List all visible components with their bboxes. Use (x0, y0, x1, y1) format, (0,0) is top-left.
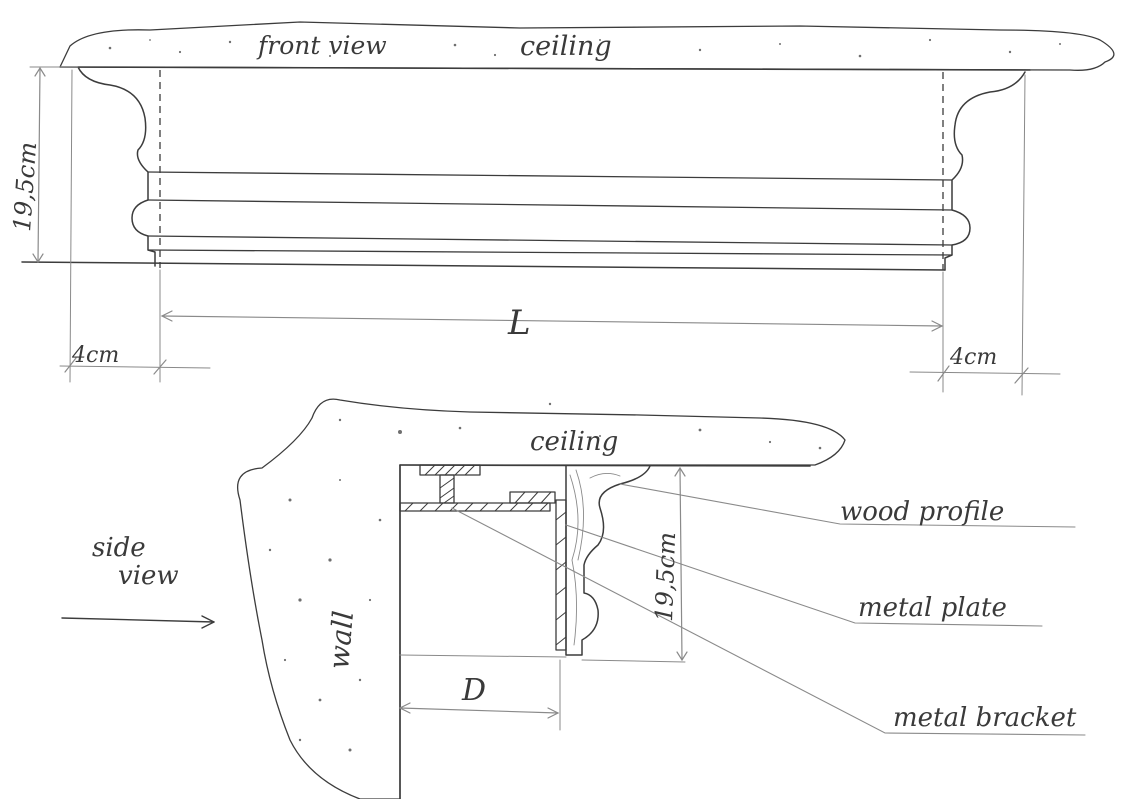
front-left-offset-line (59, 365, 211, 369)
side-wall-label: wall (322, 609, 360, 670)
front-band-1 (147, 171, 953, 181)
front-view-drawing: front view ceiling 19,5cm L 4cm 4cm (8, 21, 1115, 396)
side-depth-arrow-right (547, 707, 560, 719)
front-left-offset-tick1 (64, 357, 77, 373)
side-depth-ext-left (399, 654, 567, 658)
front-left-profile (77, 66, 156, 267)
front-view-title: front view (256, 31, 387, 60)
front-height-arrow-top (34, 66, 46, 77)
front-right-offset-label: 4cm (949, 345, 997, 370)
side-ceiling-label: ceiling (530, 427, 618, 457)
front-left-ext (69, 69, 73, 383)
side-depth-label: D (461, 673, 486, 708)
front-right-offset-line (909, 371, 1061, 375)
front-height-dim-line (37, 67, 41, 263)
callout-metal-plate: metal plate (858, 593, 1007, 623)
side-wall-mass (236, 398, 846, 799)
side-wall-texture (268, 402, 822, 752)
front-right-offset-tick1 (937, 365, 950, 382)
front-ceiling-band (59, 21, 1115, 71)
front-right-profile (944, 71, 1026, 271)
front-ceiling-label: ceiling (520, 31, 612, 62)
metal-plate (555, 499, 567, 651)
front-right-offset-tick2 (1014, 367, 1029, 384)
front-right-ext2 (1021, 74, 1026, 396)
side-height-ext-bottom (581, 659, 686, 663)
front-ceiling-line (59, 66, 1031, 71)
front-left-offset-tick2 (153, 359, 167, 375)
leader-wood-profile (619, 483, 1076, 528)
metal-bracket (399, 464, 556, 512)
side-view-title-line2: view (118, 561, 179, 591)
front-bottom-line (21, 261, 946, 271)
side-view-arrowhead (201, 615, 215, 629)
side-height-arrow-top (674, 466, 686, 477)
front-length-arrow-left (160, 310, 173, 322)
callout-wood-profile: wood profile (840, 497, 1004, 527)
wood-grain (569, 469, 621, 646)
front-band-3 (147, 235, 953, 246)
wood-profile (565, 465, 651, 656)
side-height-arrow-bottom (676, 651, 688, 662)
front-height-label: 19,5cm (8, 141, 42, 232)
front-length-arrow-right (931, 320, 944, 332)
leader-metal-plate (565, 524, 1043, 627)
front-length-dim-line (161, 315, 943, 327)
side-view-title-line1: side (92, 533, 146, 563)
front-band-2 (147, 199, 953, 211)
side-depth-arrow-left (398, 702, 411, 714)
side-view-arrow (61, 617, 215, 623)
callout-metal-bracket: metal bracket (893, 703, 1077, 733)
side-view-drawing: side view ceiling wall D 19,5cm wood pro… (61, 398, 1086, 799)
front-length-label: L (507, 303, 531, 343)
leader-metal-bracket (451, 507, 1086, 736)
front-left-offset-label: 4cm (71, 343, 119, 368)
side-height-label: 19,5cm (650, 532, 681, 623)
front-band-4 (147, 249, 953, 256)
front-height-arrow-bottom (32, 253, 44, 264)
side-depth-dim-line (399, 707, 559, 714)
front-ceiling-texture (108, 38, 1061, 58)
